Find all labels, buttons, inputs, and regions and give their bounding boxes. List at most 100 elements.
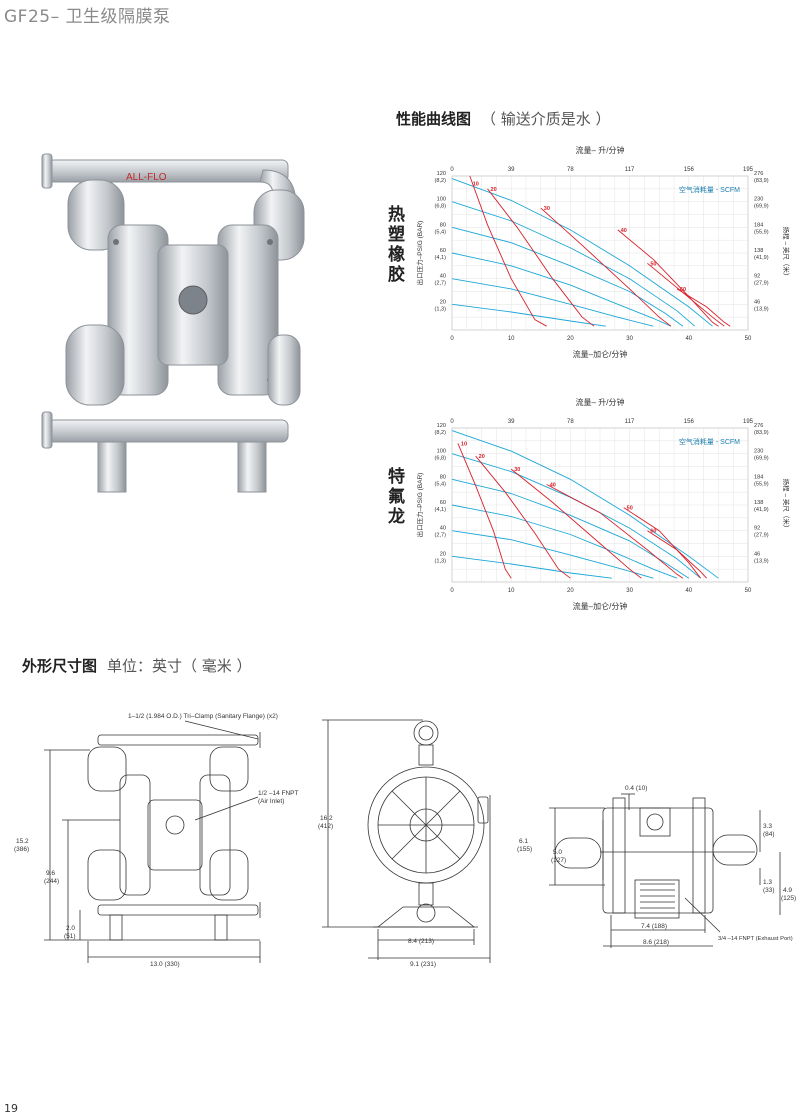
y-tick-sublabel: (2,7) xyxy=(434,533,446,539)
right-tick-sublabel: (13,9) xyxy=(754,306,769,312)
top-offset-dim: 0.4 (10) xyxy=(625,785,647,792)
x-tick-label: 0 xyxy=(450,588,454,594)
top-tick-label: 156 xyxy=(684,419,695,425)
y-axis-label: 出口压力–PSIG (BAR) xyxy=(415,221,424,286)
air-pressure-curve xyxy=(451,430,719,579)
side-height-b: (412) xyxy=(318,823,333,830)
y-tick-label: 40 xyxy=(440,274,446,280)
performance-subtitle: （ 输送介质是水 ） xyxy=(481,110,611,128)
top-width-outer: 8.6 (218) xyxy=(643,939,669,946)
y-tick-label: 60 xyxy=(440,500,446,506)
air-consumption-curve xyxy=(647,262,725,327)
y-tick-label: 20 xyxy=(440,551,446,557)
top-exhaust-callout: 3/4 –14 FNPT (Exhaust Port) xyxy=(718,936,793,942)
side-view-drawing: 16.2 (412) 8.4 (213) 9.1 (231) xyxy=(318,715,508,970)
y-tick-label: 60 xyxy=(440,248,446,254)
air-consumption-label: 30 xyxy=(544,206,550,212)
y-tick-sublabel: (5,4) xyxy=(434,481,446,487)
top-far-b: (125) xyxy=(781,895,796,902)
air-consumption-curve xyxy=(457,443,512,579)
x-axis-label: 流量–加仑/分钟 xyxy=(573,601,628,611)
air-pressure-curve xyxy=(451,201,695,327)
air-consumption-curve xyxy=(475,455,571,579)
front-mid-b: (244) xyxy=(44,878,59,885)
y-tick-label: 120 xyxy=(437,171,446,177)
air-consumption-label: 40 xyxy=(550,482,556,488)
x-tick-label: 30 xyxy=(626,336,633,342)
y-tick-sublabel: (4,1) xyxy=(434,255,446,261)
front-mid-a: 9.6 xyxy=(46,870,55,877)
y-tick-label: 100 xyxy=(437,449,446,455)
top-small-b: (33) xyxy=(763,887,775,894)
right-tick-label: 138 xyxy=(754,248,763,254)
right-tick-sublabel: (41,9) xyxy=(754,507,769,513)
air-consumption-label: 20 xyxy=(491,187,497,193)
y-tick-label: 120 xyxy=(437,423,446,429)
x-tick-label: 40 xyxy=(685,336,692,342)
y-tick-label: 80 xyxy=(440,222,446,228)
right-tick-label: 46 xyxy=(754,299,760,305)
y-tick-sublabel: (4,1) xyxy=(434,507,446,513)
front-base-a: 2.0 xyxy=(66,925,75,932)
air-consumption-curve xyxy=(623,507,701,579)
y-tick-sublabel: (1,3) xyxy=(434,558,446,564)
air-consumption-curve xyxy=(487,188,595,327)
x-tick-label: 40 xyxy=(685,588,692,594)
x-tick-label: 0 xyxy=(450,336,454,342)
y-tick-sublabel: (8,2) xyxy=(434,430,446,436)
top-depth-a: 6.1 xyxy=(519,838,528,845)
legend-text: 空气消耗量 - SCFM xyxy=(679,437,740,446)
air-consumption-label: 60 xyxy=(650,529,656,535)
side-height-a: 16.2 xyxy=(320,815,333,822)
air-consumption-curve xyxy=(676,288,731,327)
air-consumption-label: 50 xyxy=(627,506,633,512)
right-tick-label: 230 xyxy=(754,449,763,455)
right-tick-label: 276 xyxy=(754,423,763,429)
air-consumption-label: 20 xyxy=(479,454,485,460)
top-width-inner: 7.4 (188) xyxy=(641,923,667,930)
x-tick-label: 10 xyxy=(508,588,515,594)
y-tick-sublabel: (6,8) xyxy=(434,204,446,210)
y-tick-sublabel: (2,7) xyxy=(434,281,446,287)
right-tick-sublabel: (27,9) xyxy=(754,533,769,539)
top-tick-label: 39 xyxy=(508,167,515,173)
air-consumption-label: 10 xyxy=(461,441,467,447)
air-pressure-curve xyxy=(451,226,684,327)
top-tick-label: 78 xyxy=(567,167,574,173)
top-tick-label: 39 xyxy=(508,419,515,425)
top-tick-label: 156 xyxy=(684,167,695,173)
right-tick-sublabel: (83,9) xyxy=(754,178,769,184)
dimensions-subtitle: 单位：英寸（ 毫米 ） xyxy=(107,657,252,675)
top-tick-label: 117 xyxy=(625,167,635,173)
top-right-a: 3.3 xyxy=(763,823,772,830)
top-tick-label: 195 xyxy=(743,167,754,173)
top-view-drawing: 0.4 (10) 6.1 (155) 5.0 (127) 3.3 (84) 1.… xyxy=(515,780,800,955)
x-tick-label: 30 xyxy=(626,588,633,594)
air-pressure-curve xyxy=(451,278,654,327)
right-tick-label: 138 xyxy=(754,500,763,506)
y-tick-label: 40 xyxy=(440,526,446,532)
top-tick-label: 0 xyxy=(450,167,454,173)
top-far-a: 4.9 xyxy=(783,887,792,894)
top-small-a: 1.3 xyxy=(763,879,772,886)
front-view-drawing: 1–1/2 (1.984 O.D.) Tri–Clamp (Sanitary F… xyxy=(10,705,310,970)
y-tick-label: 100 xyxy=(437,197,446,203)
right-tick-sublabel: (55,9) xyxy=(754,481,769,487)
top-inner-b: (127) xyxy=(551,857,566,864)
x-tick-label: 20 xyxy=(567,588,574,594)
front-base-b: (51) xyxy=(64,933,76,940)
chart-2-material-label: 特氟龙 xyxy=(388,467,405,527)
front-inlet-callout-1: 1/2 –14 FNPT xyxy=(258,790,298,797)
right-tick-sublabel: (27,9) xyxy=(754,281,769,287)
pump-illustration: ALL-FLO xyxy=(41,153,305,493)
front-height-a: 15.2 xyxy=(16,838,29,845)
right-tick-label: 184 xyxy=(754,474,763,480)
y-tick-sublabel: (5,4) xyxy=(434,229,446,235)
dimensions-heading: 外形尺寸图单位：英寸（ 毫米 ） xyxy=(22,655,252,676)
right-tick-sublabel: (55,9) xyxy=(754,229,769,235)
top-tick-label: 195 xyxy=(743,419,754,425)
